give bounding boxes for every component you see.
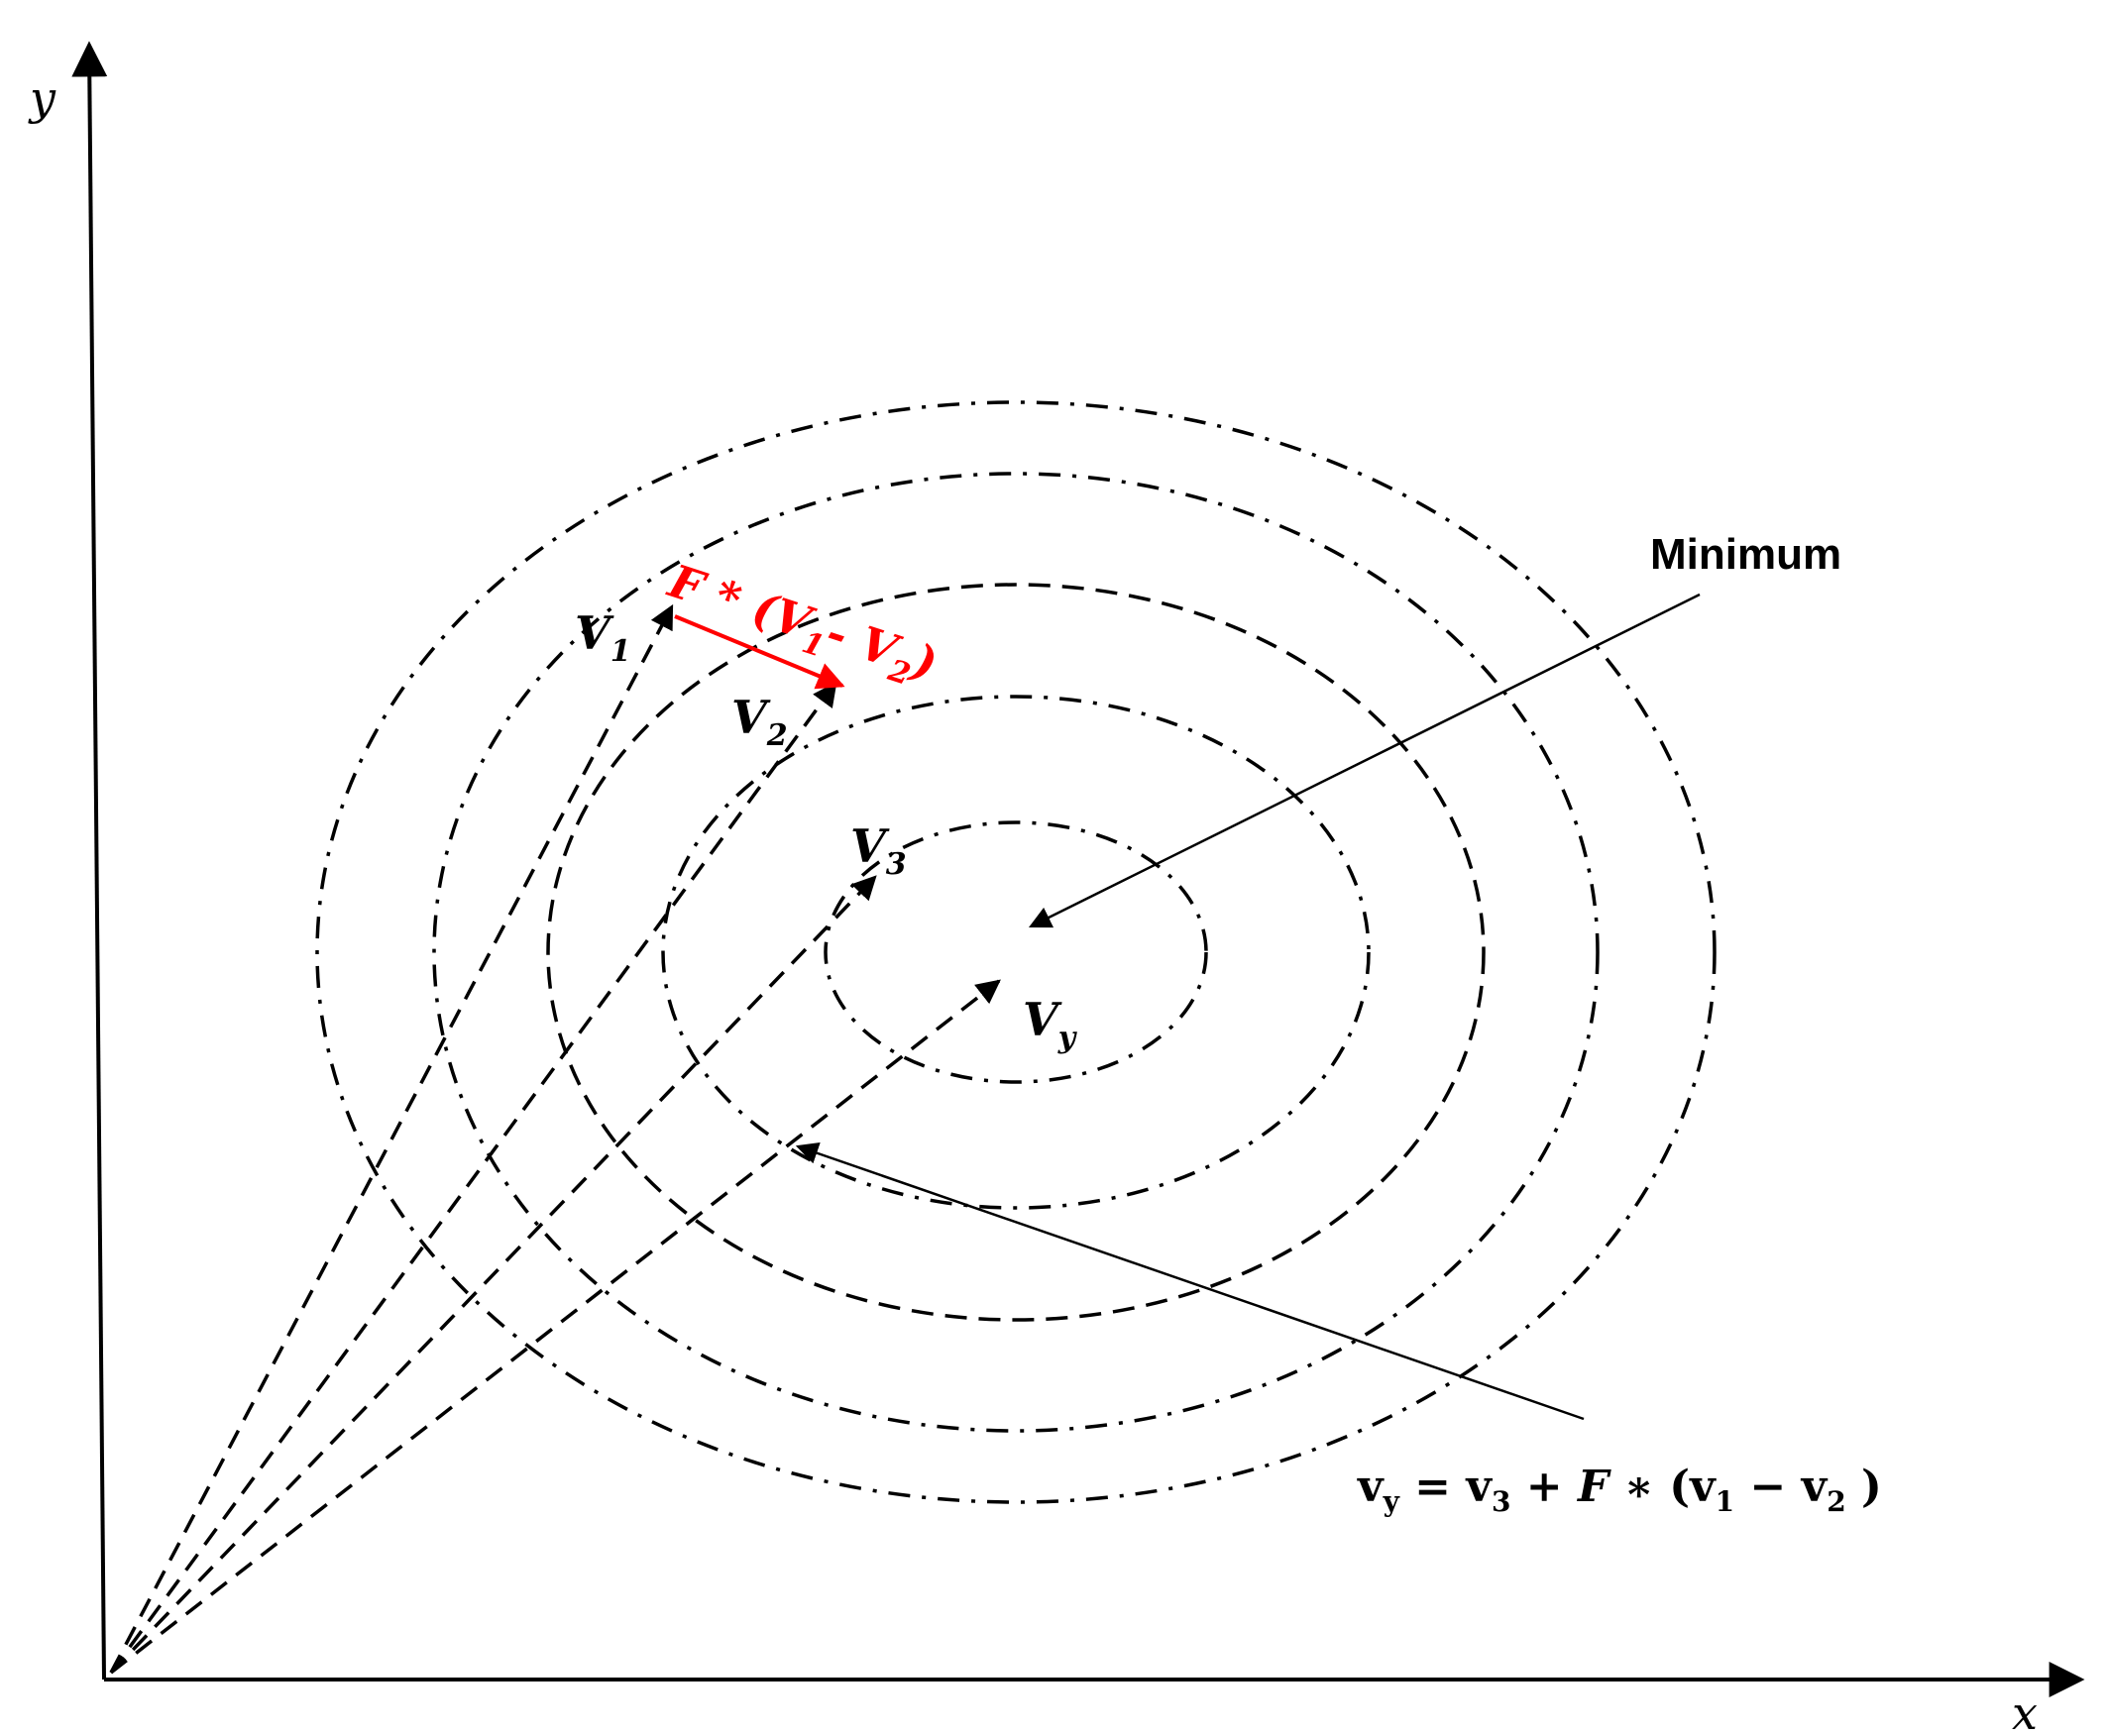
- vector-v3: [109, 875, 877, 1675]
- minimum-pointer: [1028, 593, 1701, 928]
- difference-vector: [674, 614, 845, 690]
- contour-ring-5: [315, 400, 1717, 1504]
- label-v1: V1: [575, 606, 631, 669]
- vector-v2: [109, 682, 837, 1675]
- label-vy: Vy: [1023, 993, 1078, 1055]
- contour-ring-2: [661, 695, 1371, 1210]
- contour-ring-3: [546, 583, 1486, 1322]
- x-axis-label: x: [2012, 1686, 2038, 1736]
- mutation-formula: vy = v3 + F ∗ (v1 − v2 ): [1357, 1462, 1882, 1518]
- label-v3: V3: [850, 819, 907, 882]
- vector-v1: [109, 603, 674, 1674]
- contour-ring-1: [824, 820, 1208, 1084]
- population-vectors: [109, 603, 1001, 1675]
- vector-vy: [109, 979, 1001, 1675]
- y-axis-label: y: [28, 71, 56, 125]
- y-axis: [71, 41, 108, 1681]
- contour-lines: [315, 400, 1717, 1504]
- minimum-label: Minimum: [1650, 530, 1841, 579]
- contour-ring-4: [432, 472, 1600, 1433]
- formula-pointer: [795, 1142, 1585, 1421]
- label-v2: V2: [731, 691, 788, 753]
